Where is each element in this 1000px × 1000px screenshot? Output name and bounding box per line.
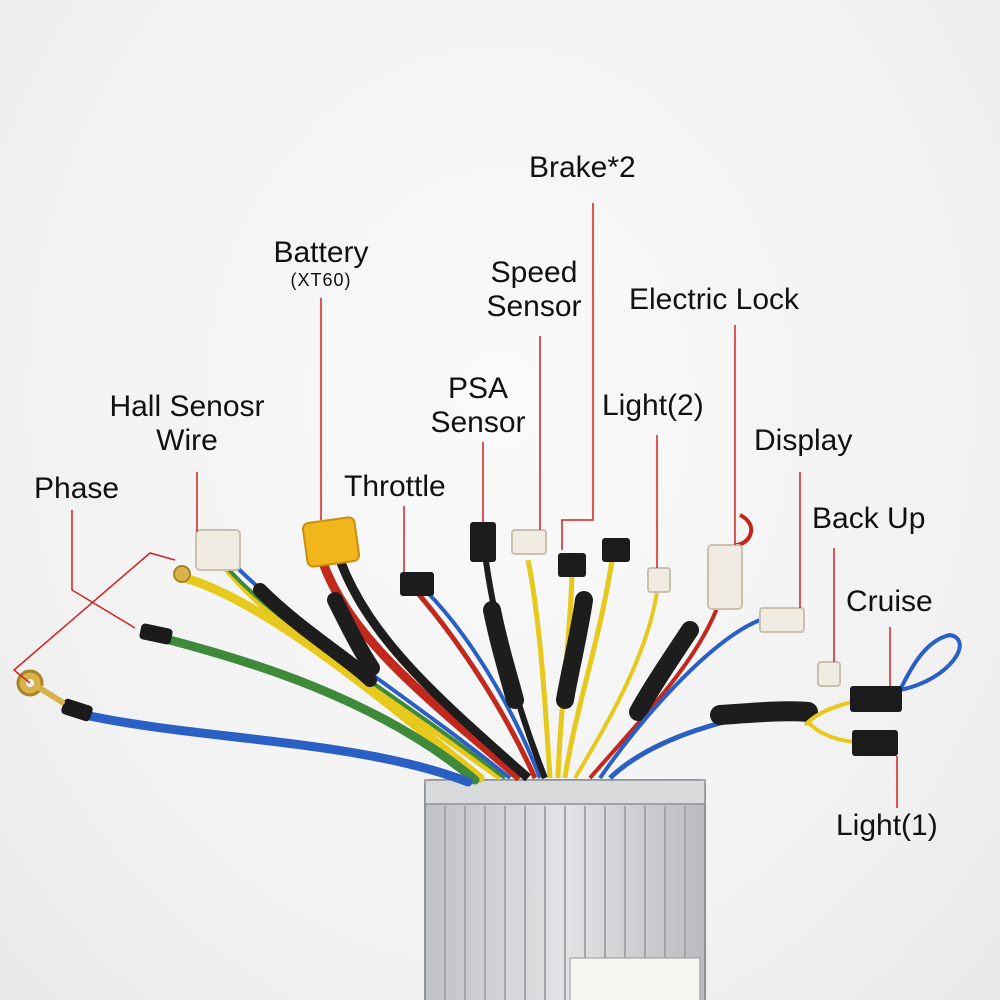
label-light-1: Light(1) xyxy=(836,809,938,842)
label-battery-connector: (XT60) xyxy=(290,270,352,290)
label-psa-sensor-line1: PSA xyxy=(447,372,509,405)
label-hall-sensor-wire-line1: Hall Senosr xyxy=(109,390,265,423)
label-electric-lock: Electric Lock xyxy=(629,283,800,316)
label-psa-sensor: PSA Sensor xyxy=(422,372,534,440)
phase-ring-leader xyxy=(12,552,176,684)
battery-xt60-group xyxy=(301,516,531,782)
label-brake: Brake*2 xyxy=(529,151,636,184)
label-hall-sensor-wire: Hall Senosr Wire xyxy=(97,390,277,458)
label-speed-sensor-line2: Sensor xyxy=(486,290,582,323)
label-speed-sensor: Speed Sensor xyxy=(478,256,590,324)
brake-group xyxy=(555,538,630,779)
display-group xyxy=(598,607,805,780)
label-light-2: Light(2) xyxy=(602,389,704,422)
hall-sensor-wire-group xyxy=(195,529,512,781)
label-display: Display xyxy=(754,424,853,457)
label-speed-sensor-line1: Speed xyxy=(490,256,578,289)
label-battery-text: Battery xyxy=(273,236,369,269)
label-psa-sensor-line2: Sensor xyxy=(430,406,526,439)
label-hall-sensor-wire-line2: Wire xyxy=(156,424,218,457)
psa-sensor-group xyxy=(470,522,548,780)
label-back-up: Back Up xyxy=(812,502,926,535)
back-up-cruise-light-group xyxy=(608,632,962,780)
label-phase: Phase xyxy=(34,472,120,505)
light-2-group xyxy=(573,567,671,780)
label-throttle: Throttle xyxy=(344,470,446,503)
label-cruise: Cruise xyxy=(846,585,933,618)
electric-lock-group xyxy=(588,513,754,780)
phase-leader xyxy=(71,510,136,629)
brake-leader xyxy=(561,203,594,550)
speed-sensor-group xyxy=(511,529,553,779)
throttle-group xyxy=(400,572,542,780)
leader-lines xyxy=(12,203,898,808)
controller-housing xyxy=(424,779,706,1000)
label-battery: Battery (XT60) xyxy=(262,236,380,290)
